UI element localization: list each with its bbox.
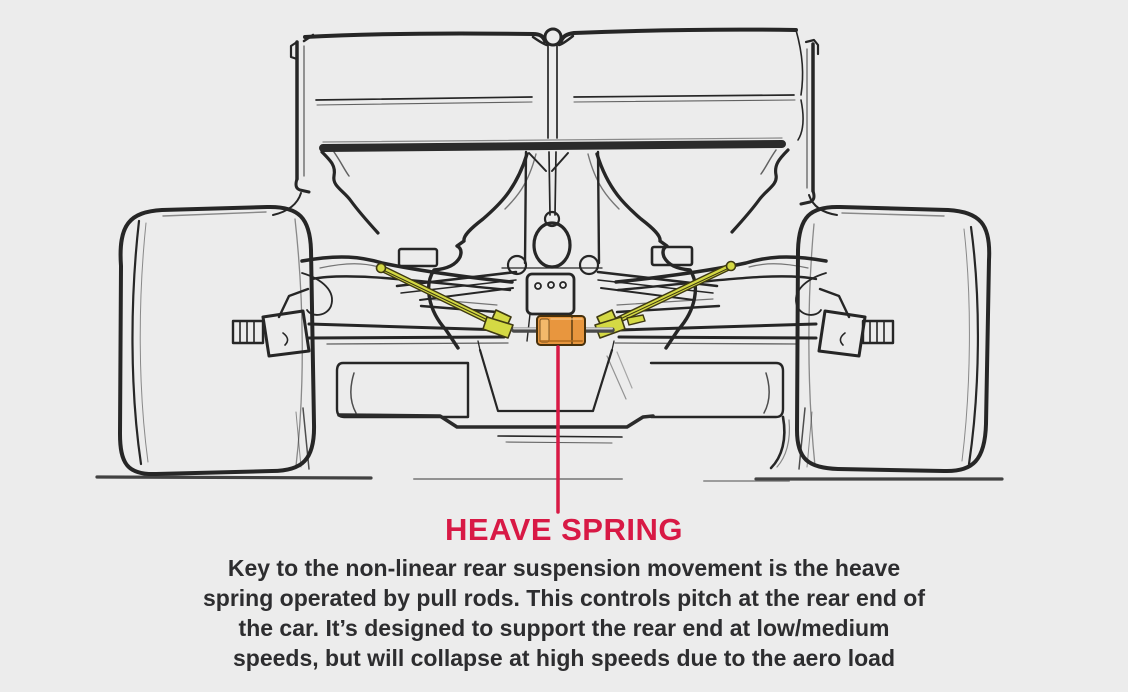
- callout: HEAVE SPRING Key to the non-linear rear …: [0, 512, 1128, 673]
- heave-spring-part: [511, 315, 615, 346]
- wing-endplate-left: [289, 33, 315, 194]
- wing-endplate-right: [799, 38, 820, 206]
- driveshaft-left: [307, 322, 509, 345]
- brake-duct-box-left: [397, 247, 439, 268]
- callout-body-line: speeds, but will collapse at high speeds…: [232, 645, 896, 671]
- floor-box-right: [649, 361, 785, 419]
- pull-rod-pivot-left: [375, 262, 387, 274]
- rocker-clevis-left: [482, 309, 514, 339]
- callout-title: HEAVE SPRING: [445, 512, 683, 547]
- callout-body-line: Key to the non-linear rear suspension mo…: [227, 555, 901, 581]
- rear-tire-right: [795, 204, 992, 474]
- car-rear-sketch: [95, 27, 1004, 514]
- callout-body-line: spring operated by pull rods. This contr…: [202, 585, 926, 611]
- axle-stub-left: [231, 319, 265, 345]
- car-rear-diagram: [95, 27, 1004, 514]
- upright-left: [231, 287, 311, 358]
- pull-rod-pivot-right: [725, 260, 737, 272]
- bodywork-left: [272, 150, 380, 235]
- ground-line: [95, 475, 1004, 482]
- rear-tire-left: [118, 204, 317, 477]
- diffuser: [295, 340, 813, 470]
- bodywork-right: [730, 148, 838, 234]
- callout-body-line: the car. It’s designed to support the re…: [238, 615, 890, 641]
- brake-duct-box-right: [650, 245, 694, 267]
- rear-wing: [303, 27, 804, 152]
- axle-stub-right: [861, 319, 895, 345]
- upright-right: [817, 287, 895, 358]
- wing-pylon: [543, 44, 561, 228]
- driveshaft-right: [614, 322, 818, 345]
- engine-cover: [426, 150, 698, 350]
- exhaust-outlet: [532, 221, 572, 269]
- pull-rod-right: [612, 260, 737, 325]
- floor-box-left: [335, 361, 470, 419]
- pull-rod-left: [375, 262, 502, 329]
- wing-center-pivot: [543, 27, 563, 47]
